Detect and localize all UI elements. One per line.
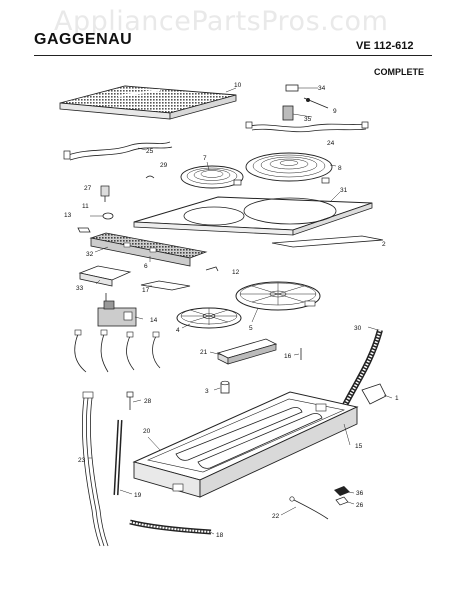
callout-34: 34: [318, 85, 326, 92]
callout-7: 7: [203, 155, 207, 162]
callout-23: 23: [78, 457, 86, 464]
callout-10: 10: [234, 82, 242, 89]
callout-20: 20: [143, 428, 151, 435]
callout-18: 18: [216, 532, 224, 539]
callout-labels: 10 34 9 35 24 25 29 7 8 27 31 11 13 2 32…: [64, 82, 399, 539]
part-bracket-1: [361, 383, 387, 405]
callout-32: 32: [86, 251, 94, 258]
part-transformer: [97, 293, 137, 327]
watermark-text: AppliancePartsPros.com: [54, 6, 389, 37]
part-bar-17: [140, 280, 191, 291]
callout-1: 1: [395, 395, 399, 402]
part-wire-harness-right: [245, 121, 369, 133]
callout-33: 33: [76, 285, 84, 292]
brand-logo: GAGGENAU: [34, 31, 133, 48]
leader-lines: [88, 87, 393, 535]
part-clip-26: [335, 496, 349, 506]
callout-27: 27: [84, 185, 92, 192]
callout-35: 35: [304, 116, 312, 123]
part-clip-12: [205, 266, 219, 272]
callout-30: 30: [354, 325, 362, 332]
part-clip: [145, 175, 155, 179]
part-spacer: [220, 380, 230, 394]
part-nut: [102, 212, 114, 220]
callout-4: 4: [176, 327, 180, 334]
callout-2: 2: [382, 241, 386, 248]
callout-13: 13: [64, 212, 72, 219]
part-small-element: [176, 307, 242, 329]
part-trim-strip: [271, 235, 384, 248]
callout-3: 3: [205, 388, 209, 395]
callout-29: 29: [160, 162, 168, 169]
part-wire-harness-left: [63, 141, 173, 161]
part-switch-27: [100, 185, 110, 202]
callout-31: 31: [340, 187, 348, 194]
part-wire-bundle: [82, 391, 109, 547]
callout-11: 11: [82, 203, 89, 210]
part-knob-set: [282, 84, 329, 121]
part-bracket-33: [78, 265, 132, 287]
part-small-burner: [180, 165, 244, 189]
callout-14: 14: [150, 317, 158, 324]
callout-17: 17: [142, 287, 150, 294]
callout-15: 15: [355, 443, 363, 450]
callout-36: 36: [356, 490, 364, 497]
model-number: VE 112-612: [356, 40, 414, 52]
callout-26: 26: [356, 502, 364, 509]
part-channel: [216, 338, 278, 365]
part-clip-36: [334, 486, 350, 496]
part-large-burner: [245, 152, 333, 184]
callout-12: 12: [232, 269, 240, 276]
part-bracket-13: [77, 227, 91, 233]
callout-24: 24: [327, 140, 335, 147]
callout-16: 16: [284, 353, 292, 360]
part-large-element: [235, 281, 321, 311]
callout-21: 21: [200, 349, 208, 356]
part-sensor-wire: [289, 496, 329, 520]
part-screw-28: [126, 391, 134, 410]
part-base-tray: [132, 391, 359, 498]
callout-9: 9: [333, 108, 337, 115]
part-ceramic-top: [133, 196, 373, 236]
callout-28: 28: [144, 398, 152, 405]
callout-5: 5: [249, 325, 253, 332]
callout-8: 8: [338, 165, 342, 172]
callout-19: 19: [134, 492, 142, 499]
diagram-subtitle: COMPLETE: [374, 67, 425, 77]
callout-22: 22: [272, 513, 280, 520]
part-grille: [59, 85, 237, 120]
part-control-panel: [89, 232, 208, 267]
part-wire-loops: [74, 329, 161, 373]
callout-6: 6: [144, 263, 148, 270]
header-rule: [34, 55, 432, 56]
callout-25: 25: [146, 148, 154, 155]
